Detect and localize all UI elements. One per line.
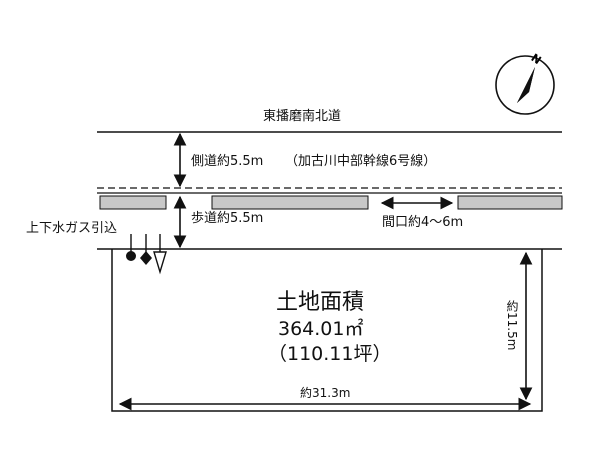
water-supply-icon xyxy=(126,251,136,261)
lot-boundary xyxy=(111,249,543,412)
carriageway-width-label: 側道約5.5m xyxy=(191,154,264,169)
utility-label: 上下水ガス引込 xyxy=(26,221,118,236)
lot-area-title: 土地面積 xyxy=(276,290,365,315)
planting-strip-3 xyxy=(457,195,563,210)
road-name: 東播磨南北道 xyxy=(263,109,342,124)
frontage-opening-label: 間口約4～6m xyxy=(382,215,464,230)
planting-strip-2 xyxy=(211,195,369,210)
lot-area-sqm: 364.01㎡ xyxy=(278,318,364,340)
route-name: （加古川中部幹線6号線） xyxy=(285,154,437,169)
compass-letter: N xyxy=(529,51,544,67)
planting-strip-1 xyxy=(99,195,167,210)
lot-depth-label: 約11.5m xyxy=(505,300,519,351)
sidewalk-width-label: 歩道約5.5m xyxy=(191,211,264,226)
sewer-icon xyxy=(140,251,152,265)
gas-icon xyxy=(153,251,167,275)
utility-connection-symbols xyxy=(126,234,167,275)
lot-area-tsubo: （110.11坪） xyxy=(268,343,392,365)
compass-north-icon: N xyxy=(495,51,555,115)
lot-width-label: 約31.3m xyxy=(300,386,351,400)
